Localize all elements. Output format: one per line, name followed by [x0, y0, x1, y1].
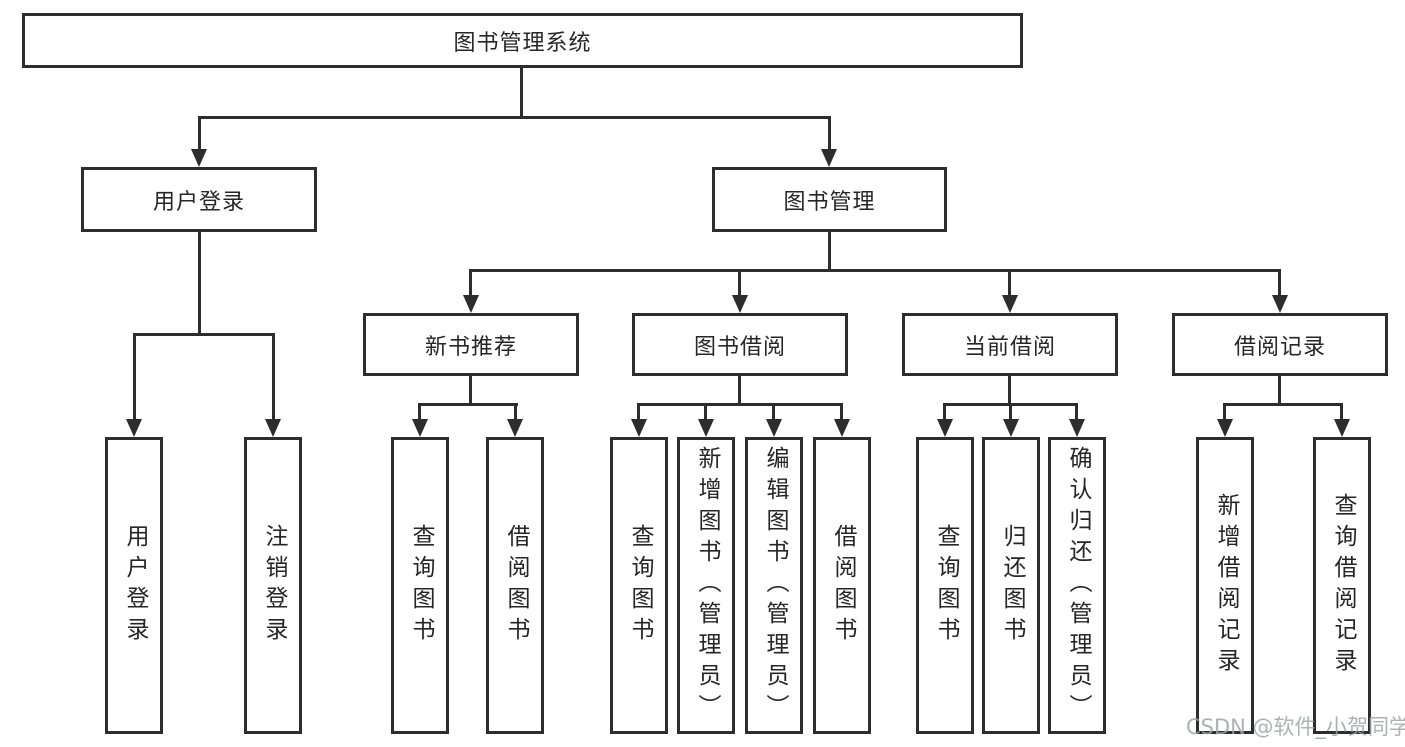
connector-line [198, 232, 201, 336]
leaf-query-borrow-record: 查询借阅记录 [1313, 437, 1371, 734]
connector-line [738, 376, 741, 405]
connector-line [772, 403, 775, 421]
leaf-borrow-books-recommend: 借阅图书 [486, 437, 544, 734]
arrow-down-icon [1003, 419, 1019, 437]
node-book-management: 图书管理 [712, 167, 947, 232]
arrow-down-icon [507, 419, 523, 437]
connector-line [943, 403, 946, 421]
arrow-down-icon [1272, 295, 1288, 313]
arrow-down-icon [834, 419, 850, 437]
connector-line [133, 333, 136, 421]
arrow-down-icon [937, 419, 953, 437]
connector-line [418, 403, 518, 406]
connector-line [1340, 403, 1343, 421]
arrow-down-icon [766, 419, 782, 437]
arrow-down-icon [265, 419, 281, 437]
connector-line [1008, 376, 1011, 405]
leaf-query-books-recommend: 查询图书 [391, 437, 449, 734]
connector-line [1278, 376, 1281, 405]
arrow-down-icon [412, 419, 428, 437]
leaf-add-borrow-record: 新增借阅记录 [1196, 437, 1254, 734]
leaf-add-books-admin: 新增图书（管理员） [677, 437, 735, 734]
connector-line [198, 116, 201, 152]
arrow-down-icon [1069, 419, 1085, 437]
node-library-system: 图书管理系统 [22, 13, 1023, 68]
csdn-watermark: CSDN @软件_小贺同学 [1186, 715, 1405, 739]
node-borrow-records: 借阅记录 [1172, 313, 1388, 376]
arrow-down-icon [1002, 295, 1018, 313]
connector-line [520, 68, 523, 118]
connector-line [637, 403, 843, 406]
arrow-down-icon [732, 295, 748, 313]
leaf-borrow-books: 借阅图书 [813, 437, 871, 734]
leaf-user-login: 用户登录 [105, 437, 163, 734]
arrow-down-icon [821, 149, 837, 167]
connector-line [828, 116, 831, 152]
connector-line [637, 403, 640, 421]
connector-line [1223, 403, 1226, 421]
connector-line [704, 403, 707, 421]
node-current-borrow: 当前借阅 [902, 313, 1118, 376]
leaf-confirm-return-admin: 确认归还（管理员） [1048, 437, 1106, 734]
connector-line [1075, 403, 1078, 421]
connector-line [469, 269, 1281, 272]
connector-line [272, 333, 275, 421]
node-new-book-recommend: 新书推荐 [363, 313, 579, 376]
connector-line [198, 116, 831, 119]
leaf-query-books-borrow: 查询图书 [610, 437, 668, 734]
arrow-down-icon [1334, 419, 1350, 437]
leaf-edit-books-admin: 编辑图书（管理员） [745, 437, 803, 734]
leaf-query-books-current: 查询图书 [916, 437, 974, 734]
connector-line [418, 403, 421, 421]
node-book-borrow: 图书借阅 [632, 313, 848, 376]
arrow-down-icon [698, 419, 714, 437]
arrow-down-icon [126, 419, 142, 437]
connector-line [840, 403, 843, 421]
node-user-login: 用户登录 [81, 167, 317, 232]
leaf-logout: 注销登录 [244, 437, 302, 734]
connector-line [738, 269, 741, 297]
arrow-down-icon [1217, 419, 1233, 437]
connector-line [133, 333, 275, 336]
arrow-down-icon [463, 295, 479, 313]
connector-line [1008, 269, 1011, 297]
connector-line [514, 403, 517, 421]
leaf-return-books: 归还图书 [982, 437, 1040, 734]
connector-line [469, 376, 472, 405]
arrow-down-icon [191, 149, 207, 167]
connector-line [1009, 403, 1012, 421]
connector-line [1223, 403, 1343, 406]
connector-line [828, 232, 831, 272]
connector-line [1278, 269, 1281, 297]
connector-line [469, 269, 472, 297]
arrow-down-icon [631, 419, 647, 437]
